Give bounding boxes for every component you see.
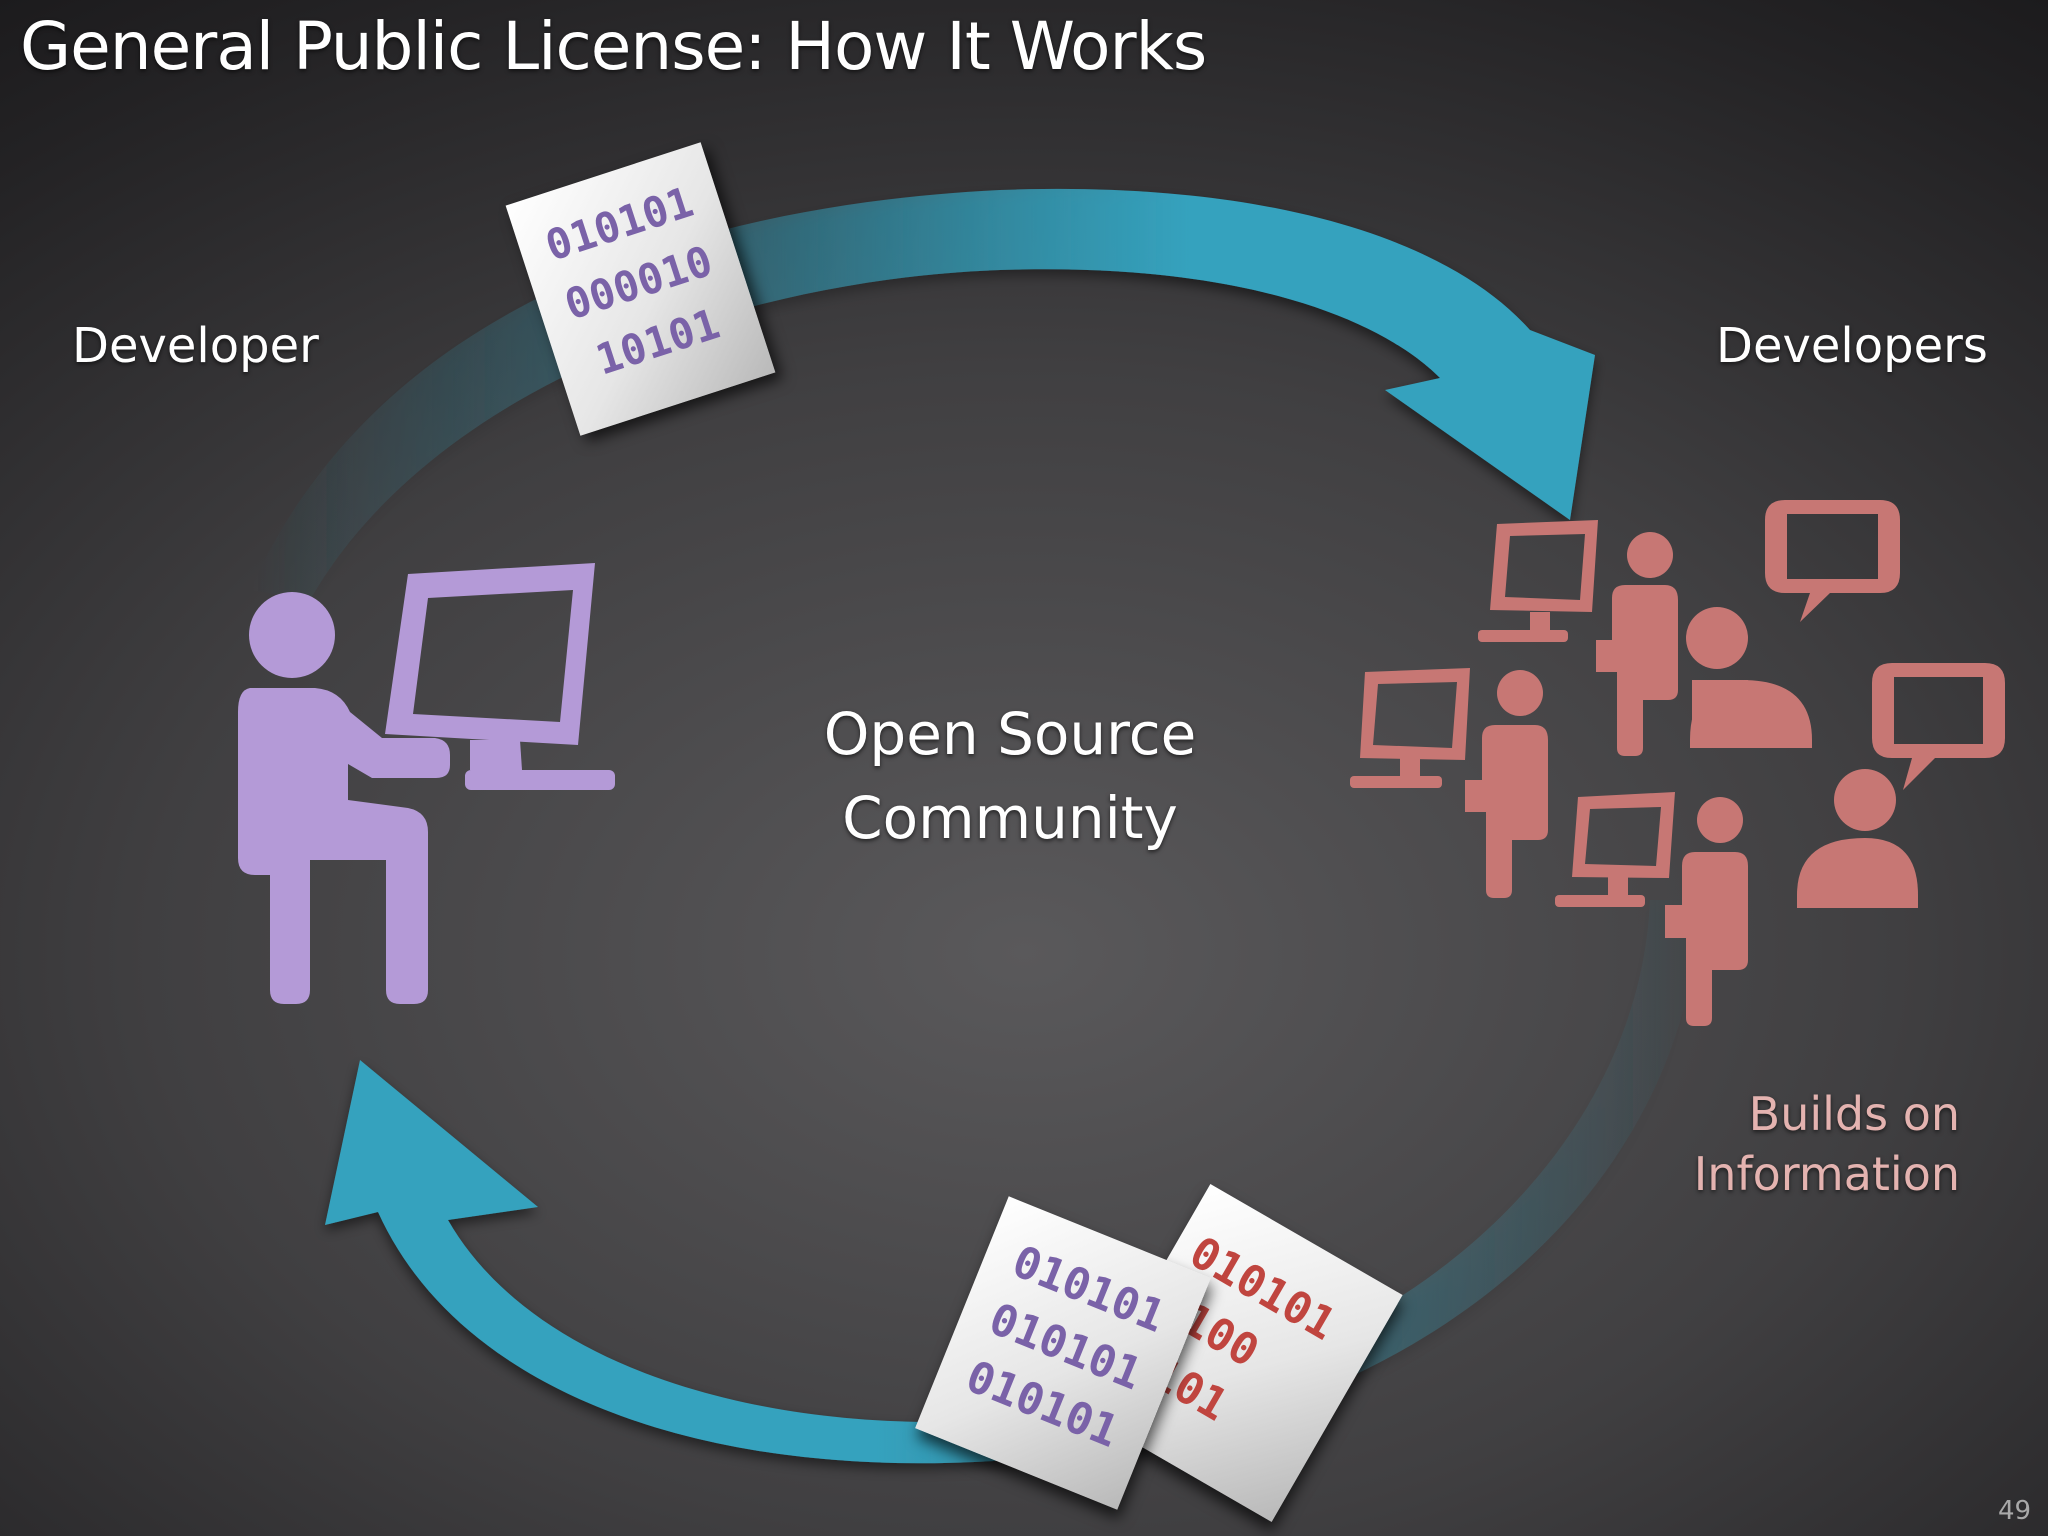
center-label-line-1: Open Source [823,700,1197,768]
center-label: Open Source Community [810,692,1210,860]
builds-label-line-2: Information [1693,1147,1960,1201]
slide-title: General Public License: How It Works [20,8,1207,85]
builds-on-label: Builds on Information [1620,1084,1960,1204]
builds-label-line-1: Builds on [1748,1087,1960,1141]
developer-icon [238,563,615,1004]
center-label-line-2: Community [842,784,1178,852]
arrow-top [250,188,1595,601]
developers-label: Developers [1716,318,1988,374]
developer-label: Developer [72,318,319,374]
developers-icon [1350,500,2005,1026]
slide-number: 49 [1998,1496,2032,1526]
